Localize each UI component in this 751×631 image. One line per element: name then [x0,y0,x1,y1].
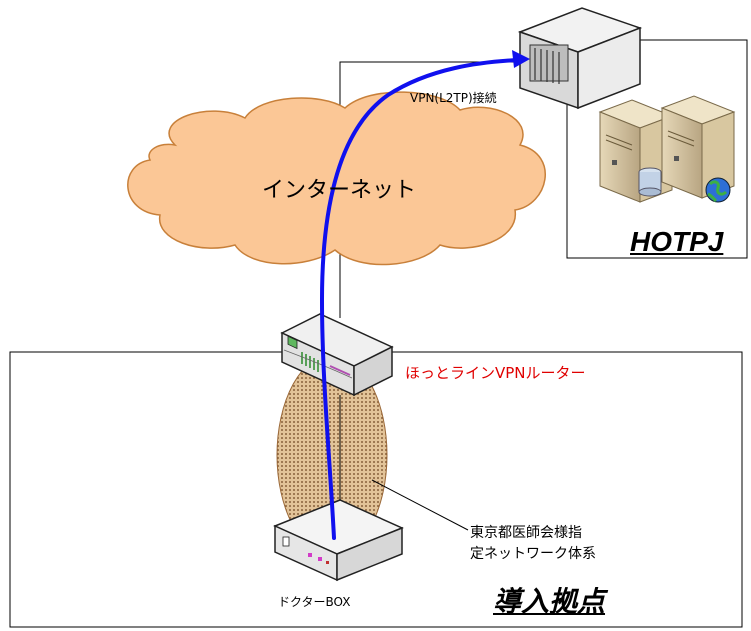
router-icon [280,313,394,397]
site-label: 導入拠点 [493,585,606,618]
box-device-icon [273,499,404,582]
internet-label: インターネット [262,178,417,203]
server-icon [517,7,643,110]
network-system-label: 東京都医師会様指 定ネットワーク体系 [470,523,596,565]
hotpj-label: HOTPJ [630,226,724,257]
network-label-line1: 東京都医師会様指 [470,525,582,541]
vpn-tunnel-line [319,58,520,540]
vpn-arrowhead [512,50,530,68]
vpn-connection-label: VPN(L2TP)接続 [410,91,497,105]
database-server-icon [598,99,674,203]
web-server-icon [660,95,736,203]
network-pointer [371,479,469,531]
doctor-box-label: ドクターBOX [278,595,351,609]
network-label-line2: 定ネットワーク体系 [470,546,596,562]
vpn-router-label: ほっとラインVPNルーター [405,364,586,382]
hotpj-frame [566,39,748,259]
